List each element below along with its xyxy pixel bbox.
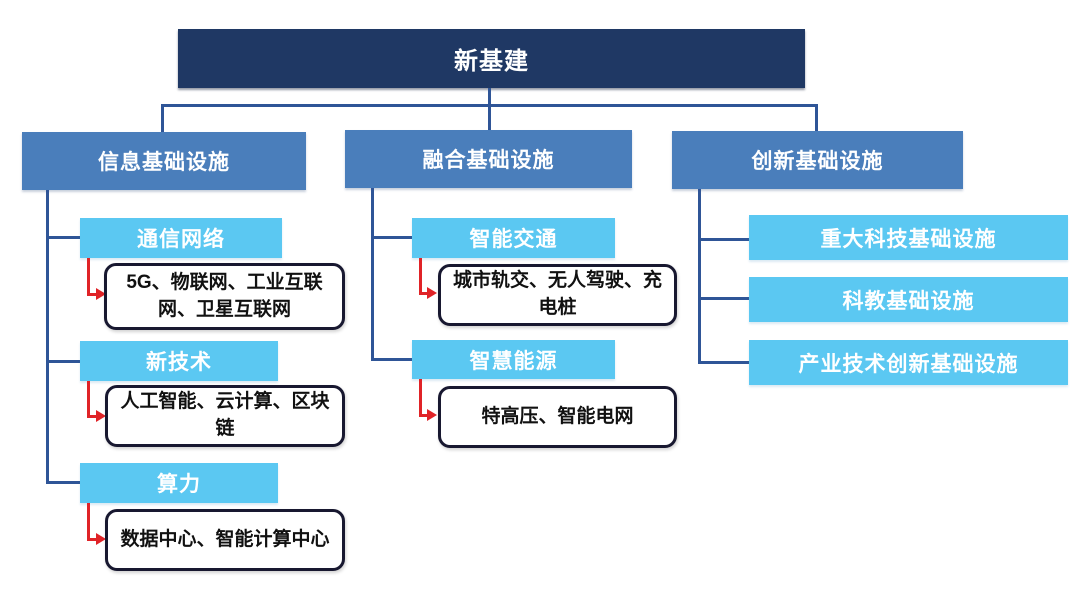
red-arrow-line-1v: [87, 258, 90, 296]
red-arrow-head-icon-5: [427, 409, 437, 421]
connector-innovation-stub-2: [698, 297, 749, 300]
connector-info-stub-2: [46, 360, 80, 363]
node-industry-tech-innovation: 产业技术创新基础设施: [749, 340, 1068, 385]
branch-node-innovation: 创新基础设施: [672, 131, 963, 189]
connector-info-vertical: [46, 190, 49, 484]
node-major-science-tech-label: 重大科技基础设施: [820, 227, 997, 251]
connector-converged-stub-2: [371, 358, 412, 361]
red-arrow-line-4v: [419, 258, 422, 295]
node-computing-power: 算力: [80, 463, 278, 503]
connector-drop-branch-innovation: [815, 104, 818, 132]
red-arrow-line-1h: [87, 293, 98, 296]
root-node: 新基建: [178, 29, 805, 88]
node-new-technology-label: 新技术: [146, 351, 212, 374]
detail-smart-energy-text: 特高压、智能电网: [481, 405, 634, 427]
node-smart-energy: 智慧能源: [412, 340, 615, 379]
connector-converged-stub-1: [371, 236, 412, 239]
detail-intelligent-transport: 城市轨交、无人驾驶、充电桩: [438, 264, 677, 326]
branch-node-information: 信息基础设施: [22, 132, 306, 190]
connector-root-vertical: [488, 88, 491, 106]
red-arrow-line-3h: [87, 538, 98, 541]
red-arrow-line-3v: [87, 503, 90, 541]
red-arrow-line-2v: [87, 381, 90, 418]
detail-communication-network-text: 5G、物联网、工业互联网、卫星互联网: [126, 271, 323, 320]
red-arrow-head-icon-3: [96, 533, 106, 545]
branch-label-innovation: 创新基础设施: [751, 150, 884, 173]
red-arrow-line-2h: [87, 415, 98, 418]
red-arrow-head-icon-1: [96, 288, 106, 300]
branch-label-information: 信息基础设施: [98, 151, 230, 174]
node-science-education: 科教基础设施: [749, 277, 1068, 322]
root-node-label: 新基建: [454, 48, 529, 75]
node-communication-network-label: 通信网络: [137, 228, 225, 251]
detail-computing-power-text: 数据中心、智能计算中心: [120, 528, 330, 550]
red-arrow-line-4h: [419, 292, 429, 295]
node-intelligent-transport-label: 智能交通: [469, 228, 558, 251]
node-science-education-label: 科教基础设施: [842, 289, 975, 313]
node-communication-network: 通信网络: [80, 218, 282, 258]
detail-computing-power: 数据中心、智能计算中心: [105, 509, 345, 571]
connector-converged-vertical: [371, 188, 374, 361]
node-new-technology: 新技术: [80, 341, 278, 381]
red-arrow-head-icon-4: [427, 287, 437, 299]
detail-intelligent-transport-text: 城市轨交、无人驾驶、充电桩: [452, 270, 662, 318]
connector-innovation-stub-3: [698, 361, 749, 364]
connector-innovation-stub-1: [698, 238, 749, 241]
detail-new-technology-text: 人工智能、云计算、区块链: [120, 391, 330, 439]
connector-info-stub-1: [46, 236, 80, 239]
connector-info-stub-3: [46, 481, 80, 484]
connector-innovation-vertical: [698, 189, 701, 364]
branch-label-converged: 融合基础设施: [422, 149, 555, 172]
connector-drop-branch-info: [161, 104, 164, 133]
node-computing-power-label: 算力: [157, 473, 201, 496]
detail-communication-network: 5G、物联网、工业互联网、卫星互联网: [104, 263, 345, 330]
node-industry-tech-innovation-label: 产业技术创新基础设施: [798, 352, 1019, 376]
node-major-science-tech: 重大科技基础设施: [749, 215, 1068, 260]
node-smart-energy-label: 智慧能源: [469, 349, 558, 373]
connector-drop-branch-converged: [488, 104, 491, 131]
detail-new-technology: 人工智能、云计算、区块链: [105, 385, 345, 447]
red-arrow-head-icon-2: [96, 410, 106, 422]
detail-smart-energy: 特高压、智能电网: [438, 386, 677, 448]
red-arrow-line-5v: [419, 379, 422, 417]
branch-node-converged: 融合基础设施: [345, 130, 632, 188]
node-intelligent-transport: 智能交通: [412, 218, 615, 258]
red-arrow-line-5h: [419, 414, 429, 417]
